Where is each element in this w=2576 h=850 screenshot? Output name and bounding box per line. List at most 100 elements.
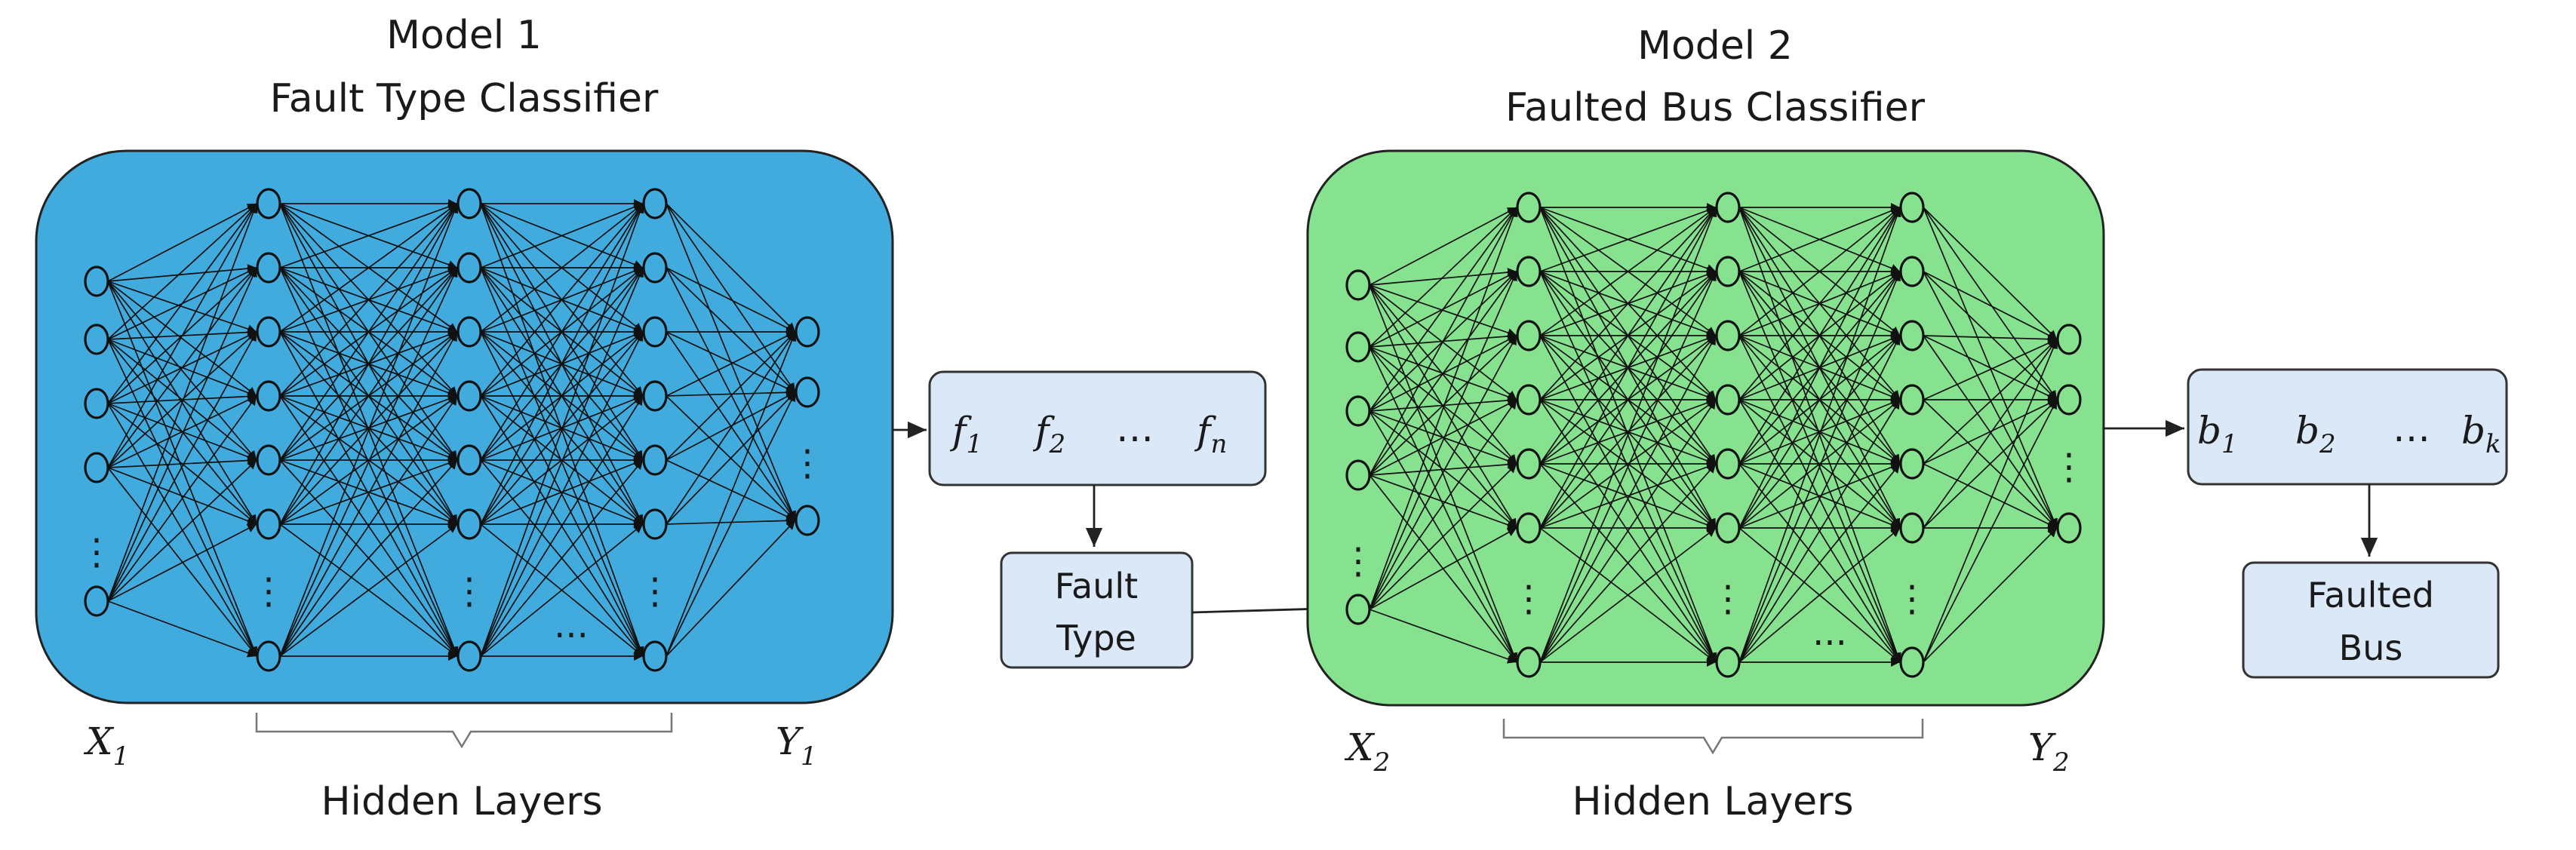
model-1-hidden2-neuron: [456, 188, 482, 219]
model-2-connection: [1738, 206, 1901, 272]
model-2-connection: [1539, 462, 1717, 529]
model-2-hidden1-ellipsis: ⋮: [1511, 578, 1547, 620]
bus-output-b1: b1: [2197, 409, 2238, 459]
model-2-connection: [1738, 335, 1901, 529]
model-2-output-ellipsis: ⋮: [2051, 446, 2087, 488]
model-2-connection: [1923, 339, 2058, 529]
model-1-title: Model 1: [386, 13, 542, 58]
model-2-connection: [1923, 463, 2058, 529]
model-1-hidden2-neuron: [456, 508, 482, 540]
faulted-bus-line2: Bus: [2339, 628, 2403, 668]
model-2-hidden3-neuron: [1899, 512, 1925, 544]
fault-type-box: Fault Type: [1000, 551, 1194, 669]
model-1-connection: [279, 331, 458, 525]
model-1-connection: [107, 203, 257, 468]
model-2-connection: [1738, 207, 1901, 663]
model-1-connection: [107, 523, 257, 602]
model-1-connection: [480, 203, 644, 397]
model-1-connection: [107, 203, 257, 404]
model-2-connection: [1369, 271, 1517, 476]
fault-output-ellipsis: …: [1116, 407, 1154, 450]
model-1-connection: [107, 203, 258, 602]
model-1-connection: [279, 203, 458, 525]
model-1-network-panel: [35, 149, 894, 704]
faulted-bus-box-rect: [2242, 561, 2500, 679]
model-1-connection: [107, 203, 257, 282]
model-1-connection: [666, 391, 796, 657]
model-2-connection: [1369, 207, 1517, 476]
model-1-connection: [666, 391, 796, 461]
model-1-hidden3-neuron: [642, 640, 668, 672]
model-1-connection: [279, 395, 458, 657]
model-2-connection: [1923, 207, 2058, 340]
model-1-subtitle: Fault Type Classifier: [270, 76, 659, 121]
model-1-input-neuron: [84, 324, 109, 355]
model-2-output-neuron: [2056, 384, 2082, 416]
bus-output-vector: b1 b2 … bk: [2187, 368, 2508, 486]
model-1-input-label: X1: [83, 720, 129, 772]
svg-text:X2: X2: [1344, 726, 1390, 778]
model-2-connection: [1738, 207, 1901, 400]
model-2-hidden2-neuron: [1715, 320, 1741, 351]
model-2-hidden1-neuron: [1516, 320, 1542, 351]
model-1-connection: [107, 395, 257, 468]
model-2-hidden-layers-ellipsis: ...: [1812, 612, 1847, 654]
model-1-connection: [279, 203, 458, 461]
model-2-hidden-layers-brace: [1502, 719, 1924, 755]
bus-output-bk: bk: [2461, 409, 2501, 459]
model-1-connection: [107, 395, 257, 602]
svg-text:X1: X1: [83, 720, 129, 772]
model-2-connection: [1369, 459, 1517, 476]
model-2-connection: [1738, 207, 1901, 465]
model-2-connection: [1738, 527, 1901, 663]
model-2-connection: [1923, 334, 2058, 344]
model-2-input-neuron: [1345, 331, 1371, 363]
model-1-hidden2-neuron: [456, 252, 482, 284]
model-1-connection: [279, 331, 458, 657]
model-1-hidden-layers-brace: [255, 713, 673, 749]
model-2-hidden2-neuron: [1715, 384, 1741, 416]
fault-type-line1: Fault: [1055, 566, 1138, 606]
model-2-connection: [1369, 335, 1517, 610]
model-2-connection: [1369, 527, 1517, 610]
model-2-connection: [1738, 207, 1901, 336]
model-2-connection: [1369, 474, 1517, 529]
model-1-connection: [480, 267, 644, 657]
model-2-connection: [1539, 207, 1717, 465]
model-2-connection: [1923, 399, 2058, 529]
model-2-connection: [1738, 335, 1901, 663]
model-1-hidden3-neuron: [642, 380, 668, 412]
model-2-connection: [1923, 527, 2058, 663]
model-2-connection: [1369, 207, 1517, 348]
model-2-connection: [1539, 399, 1717, 529]
model-2-connection: [1539, 207, 1717, 663]
model-1: Model 1 Fault Type Classifier ⋮ ⋮ ⋮ ⋮ ⋮ …: [35, 13, 894, 824]
model-2-connection: [1923, 339, 2058, 663]
model-1-connection: [107, 467, 257, 526]
model-1-hidden2-neuron: [456, 640, 482, 672]
model-1-connection: [666, 267, 796, 333]
model-1-hidden1-neuron: [256, 380, 281, 412]
model-1-output-neuron: [795, 505, 820, 536]
model-2-hidden2-neuron: [1715, 256, 1741, 287]
model-1-network: [84, 188, 820, 672]
model-2-connection: [1369, 207, 1517, 412]
model-2-input-label: X2: [1344, 726, 1390, 778]
model-1-connection: [107, 600, 257, 658]
model-1-input-neuron: [84, 388, 109, 419]
model-2-output-neuron: [2056, 324, 2082, 355]
model-1-connection: [279, 203, 458, 333]
model-1-input-neuron: [84, 585, 109, 617]
model-1-connection: [666, 203, 796, 393]
model-1-hidden-layers-caption: Hidden Layers: [321, 779, 602, 824]
model-1-connection: [666, 331, 796, 397]
model-2-hidden-layers-caption: Hidden Layers: [1572, 779, 1853, 824]
model-2-network: [1345, 192, 2082, 678]
model-2-hidden3-neuron: [1899, 192, 1925, 223]
model-2-hidden3-neuron: [1899, 448, 1925, 480]
model-1-connection: [480, 395, 644, 657]
model-2-input-neuron: [1345, 459, 1371, 491]
model-2-hidden1-neuron: [1516, 192, 1542, 223]
model-2-hidden1-neuron: [1516, 646, 1542, 678]
model-2-connection: [1923, 339, 2058, 400]
